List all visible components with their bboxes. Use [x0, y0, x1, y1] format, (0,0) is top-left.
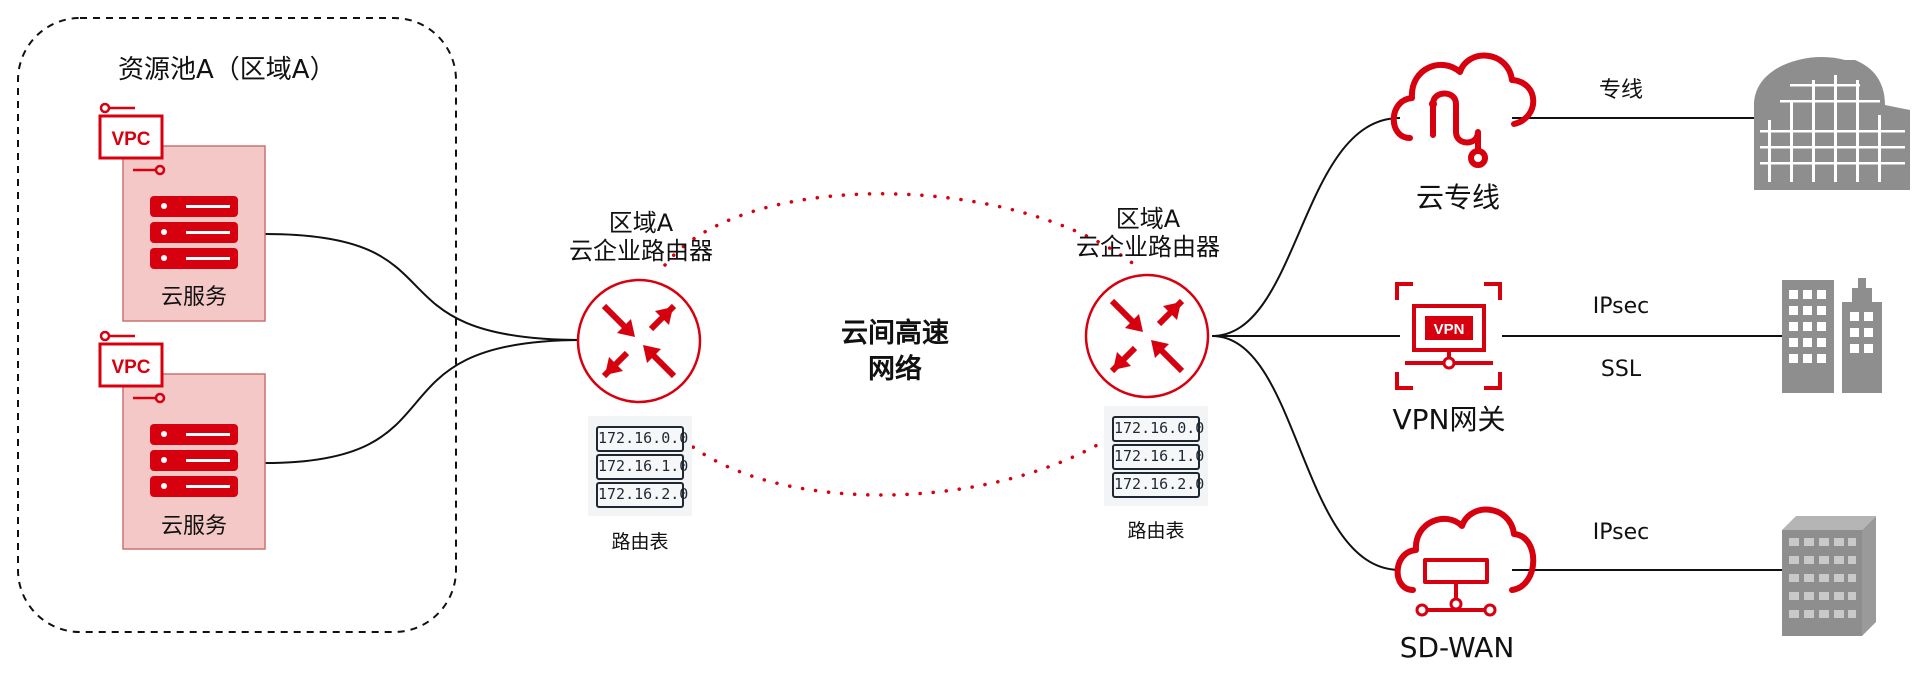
router-icon-b — [1084, 273, 1210, 399]
route-entry: 172.16.0.0 — [596, 426, 688, 452]
sd-wan-icon — [1394, 506, 1537, 617]
dedicated-line-link-label: 专线 — [1598, 78, 1643, 103]
network-arc-top — [663, 192, 1137, 267]
cloud-dedicated-line-icon — [1390, 52, 1537, 168]
line-router-b-to-cloud-line — [1211, 117, 1401, 337]
router-a-region: 区域A — [608, 209, 674, 237]
vpc-badge-icon: VPC — [98, 330, 166, 404]
route-entry: 172.16.1.0 — [596, 454, 688, 480]
router-a-name: 云企业路由器 — [569, 236, 713, 265]
vpn-gateway-icon: VPN — [1395, 282, 1502, 390]
route-entry: 172.16.0.0 — [1112, 416, 1204, 442]
vpn-gateway-label: VPN网关 — [1392, 403, 1506, 436]
route-entry: 172.16.2.0 — [596, 482, 688, 508]
route-table-b-label: 路由表 — [1127, 520, 1185, 542]
line-router-b-to-sdwan — [1211, 335, 1401, 571]
server-icon — [150, 196, 238, 269]
ssl-link-label: SSL — [1600, 357, 1642, 382]
server-icon — [150, 424, 238, 497]
cloud-service-label: 云服务 — [160, 514, 227, 539]
route-entry: 172.16.2.0 — [1112, 472, 1204, 498]
route-entry: 172.16.1.0 — [1112, 444, 1204, 470]
vpc-badge-text: VPC — [111, 129, 150, 150]
router-a-label: 区域A 云企业路由器 — [531, 209, 751, 265]
cloud-network-line2: 网络 — [868, 354, 922, 386]
cloud-service-1: VPC — [98, 102, 266, 322]
sd-wan-label: SD-WAN — [1399, 631, 1515, 664]
cloud-network-arcs — [663, 192, 1137, 497]
cloud-service-label: 云服务 — [160, 285, 227, 310]
resource-pool-boundary — [17, 17, 457, 633]
router-b-name: 云企业路由器 — [1076, 232, 1220, 261]
router-b-region: 区域A — [1115, 205, 1181, 233]
line-service2-to-router-a — [264, 339, 583, 464]
router-icon-a — [576, 278, 702, 404]
cloud-dedicated-line-label: 云专线 — [1415, 181, 1500, 214]
vpn-badge-text: VPN — [1434, 321, 1465, 338]
ipsec-link-label: IPsec — [1592, 294, 1650, 319]
twin-towers-building-icon — [1782, 278, 1882, 393]
branch-building-icon — [1782, 516, 1876, 636]
router-b-label: 区域A 云企业路由器 — [1038, 205, 1258, 261]
resource-pool-title: 资源池A（区域A） — [118, 55, 336, 85]
line-service1-to-router-a — [264, 233, 583, 341]
route-table-a-label: 路由表 — [611, 531, 669, 553]
cloud-network-line1: 云间高速 — [841, 318, 949, 349]
cloud-network-label: 云间高速 网络 — [800, 316, 990, 389]
network-arc-bottom — [663, 418, 1137, 497]
connection-lines — [264, 117, 1782, 571]
vpc-badge-icon: VPC — [98, 102, 166, 176]
ipsec-link-label: IPsec — [1592, 520, 1650, 545]
office-building-icon — [1754, 57, 1910, 190]
route-table-b: 172.16.0.0 172.16.1.0 172.16.2.0 — [1104, 406, 1208, 506]
cloud-service-2: VPC — [98, 330, 266, 550]
route-table-a: 172.16.0.0 172.16.1.0 172.16.2.0 — [588, 416, 692, 516]
vpc-badge-text: VPC — [111, 357, 150, 378]
